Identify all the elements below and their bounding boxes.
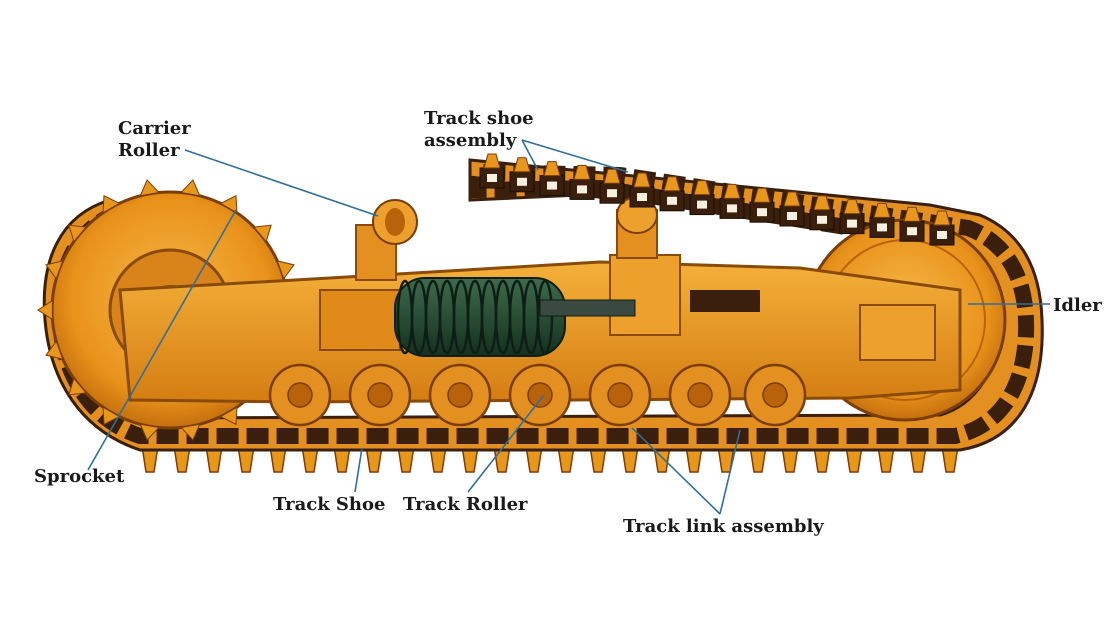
label-carrier-roller: Carrier Roller — [118, 118, 191, 162]
label-sprocket: Sprocket — [34, 466, 125, 487]
label-carrier-roller-line1: Carrier — [118, 118, 191, 139]
sprocket-tooth — [219, 406, 238, 426]
carrier-roller — [355, 199, 418, 281]
upper-grouser — [573, 164, 591, 180]
leader-track-shoe — [354, 447, 363, 493]
track-roller-hub — [527, 382, 553, 408]
label-carrier-roller-line2: Roller — [118, 140, 180, 161]
sprocket-tooth — [68, 224, 87, 243]
upper-grouser — [933, 210, 951, 226]
upper-grouser — [753, 187, 771, 203]
label-track-shoe-assembly: Track shoe assembly — [424, 108, 534, 152]
upper-grouser — [513, 157, 531, 173]
upper-link-hole — [757, 208, 767, 217]
leader-track-shoe-asm-2 — [521, 139, 629, 173]
upper-link-hole — [787, 212, 797, 220]
label-track-shoe-assembly-line2: assembly — [424, 130, 517, 151]
upper-link-hole — [487, 174, 497, 182]
leader-track-link-1 — [631, 427, 721, 515]
upper-grouser — [693, 180, 711, 196]
spring-coils — [396, 279, 554, 355]
leader-track-roller — [467, 394, 545, 493]
track-roller-hub — [367, 382, 393, 408]
sprocket-tooth — [253, 224, 272, 243]
upper-link-hole — [937, 231, 947, 239]
label-idler: Idler — [1053, 295, 1102, 316]
sprocket-tooth — [37, 299, 53, 321]
leader-track-shoe-asm-1 — [521, 139, 539, 171]
leader-lines — [87, 139, 1050, 515]
track-roller-hub — [687, 382, 713, 408]
upper-grouser — [813, 195, 831, 211]
sprocket-tooth — [68, 377, 87, 396]
upper-grouser — [663, 176, 681, 192]
upper-grouser — [903, 206, 921, 222]
label-track-shoe-assembly-line1: Track shoe — [424, 108, 534, 129]
carrier-roller-2 — [616, 196, 658, 259]
upper-link-hole — [547, 181, 557, 190]
track-roller-hub — [607, 382, 633, 408]
sprocket-tooth — [102, 194, 121, 214]
upper-track-shoes — [479, 153, 955, 246]
upper-grouser — [783, 191, 801, 207]
upper-link-hole — [637, 193, 647, 201]
leader-sprocket — [87, 209, 237, 471]
recoil-spring — [394, 277, 636, 357]
track-rollers — [268, 363, 807, 427]
track-roller-hub — [762, 382, 788, 408]
sprocket-tooth — [45, 340, 64, 360]
upper-grouser — [843, 199, 861, 215]
upper-grouser — [633, 172, 651, 188]
sprocket-tooth — [219, 194, 238, 214]
upper-link-hole — [667, 196, 677, 205]
leader-track-link-2 — [719, 429, 741, 515]
label-track-link-assembly: Track link assembly — [623, 516, 824, 537]
label-track-shoe: Track Shoe — [273, 494, 386, 515]
upper-grouser — [723, 183, 741, 199]
sprocket-tooth — [139, 179, 160, 197]
upper-link-hole — [907, 227, 917, 236]
upper-grouser — [483, 153, 501, 169]
sprocket-tooth — [139, 423, 160, 441]
upper-link-hole — [877, 223, 887, 232]
upper-link-hole — [727, 204, 737, 213]
upper-grouser — [543, 161, 561, 177]
upper-grouser — [873, 202, 891, 218]
sprocket-tooth — [180, 423, 201, 441]
upper-link-hole — [607, 189, 617, 198]
sprocket-tooth — [180, 179, 201, 197]
track-roller-hub — [447, 382, 473, 408]
upper-link-hole — [817, 215, 827, 224]
leader-carrier-roller — [184, 149, 379, 217]
spring-coil — [536, 279, 554, 355]
upper-link-hole — [847, 219, 857, 228]
track-roller-hub — [287, 382, 313, 408]
upper-link-hole — [577, 185, 587, 194]
upper-link-hole — [517, 177, 527, 186]
sprocket-tooth — [45, 260, 64, 280]
upper-link-hole — [697, 200, 707, 209]
label-track-roller: Track Roller — [403, 494, 528, 515]
sprocket-tooth — [102, 406, 121, 426]
sprocket-tooth — [276, 260, 295, 280]
